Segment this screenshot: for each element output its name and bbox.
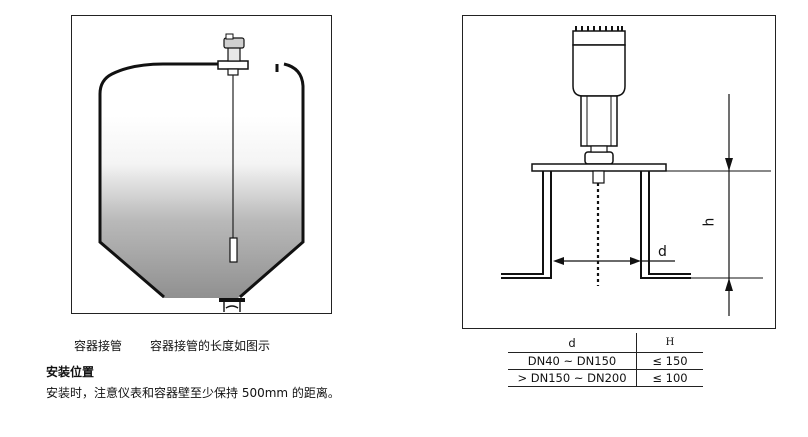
h-label: h <box>701 217 718 227</box>
bottom-outlet-pipe <box>223 302 241 312</box>
transmitter-cap <box>572 30 626 46</box>
table-cell-d: DN40 ~ DN150 <box>508 352 637 370</box>
tank-wall-left <box>98 62 222 299</box>
transmitter-neck <box>580 95 618 147</box>
tank-diagram <box>98 33 305 312</box>
table-row: > DN150 ~ DN200 ≤ 100 <box>508 369 703 387</box>
liquid-fill <box>100 116 303 298</box>
bottom-outlet-flange <box>219 298 245 302</box>
section-body: 安装时，注意仪表和容器壁至少保持 500mm 的距离。 <box>46 386 340 400</box>
threaded-stub <box>592 170 605 184</box>
table-header-h: H <box>636 333 703 353</box>
nozzle-diagram-frame: h d <box>462 15 776 329</box>
section-title: 安装位置 <box>46 365 95 379</box>
figure-caption-short: 容器接管 <box>74 339 123 353</box>
sensor-head <box>223 37 245 49</box>
table-cell-h: ≤ 100 <box>636 369 703 387</box>
d-label: d <box>658 244 667 260</box>
table-cell-h: ≤ 150 <box>636 352 703 370</box>
table-header-row: d H <box>508 333 703 353</box>
nozzle-wall-left <box>501 171 552 279</box>
table-row: DN40 ~ DN150 ≤ 150 <box>508 352 703 370</box>
hex-nut <box>584 151 614 165</box>
transmitter-cap-ridges <box>575 26 623 31</box>
table-header-d: d <box>508 333 637 353</box>
tank-wall-right <box>239 62 305 299</box>
figure-caption-long: 容器接管的长度如图示 <box>150 339 271 353</box>
table-cell-d: > DN150 ~ DN200 <box>508 369 637 387</box>
cable-gland <box>225 33 234 40</box>
nozzle-stub <box>227 68 239 76</box>
probe-weight <box>229 237 238 263</box>
mounting-flange <box>531 163 667 172</box>
nozzle-wall-right <box>640 171 691 279</box>
tank-diagram-frame <box>71 15 332 314</box>
transmitter-housing <box>572 44 626 97</box>
top-flange <box>217 60 249 70</box>
nozzle-diagram <box>501 26 771 316</box>
dimension-table: d H DN40 ~ DN150 ≤ 150 > DN150 ~ DN200 ≤… <box>508 333 703 387</box>
